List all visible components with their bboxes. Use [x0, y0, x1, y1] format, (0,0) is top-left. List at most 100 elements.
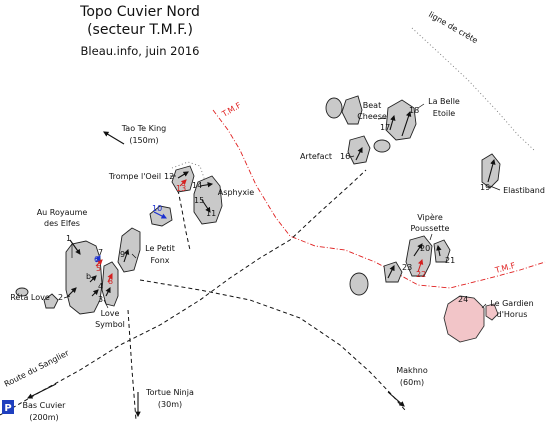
trail-main	[0, 169, 367, 416]
boulder-small-west-2	[43, 293, 59, 309]
leader-16	[349, 155, 355, 158]
leader-20	[429, 233, 433, 241]
boulder-ne-3	[373, 139, 391, 153]
leader-2	[63, 295, 71, 299]
problem-name-3-line-1: Love	[101, 309, 120, 318]
trail-makhno	[139, 279, 406, 411]
arrow-problem-18	[401, 110, 412, 137]
trail-tortue	[127, 309, 137, 421]
leader-3	[103, 299, 109, 309]
tmf-label-top: T.M.F	[220, 100, 243, 119]
problem-number-10: 10	[152, 204, 162, 213]
problem-number-11: 11	[206, 209, 216, 218]
problem-number-22: 22	[416, 270, 426, 279]
arrow-problem-7	[105, 287, 111, 297]
arrow-problem-14	[199, 182, 214, 188]
direction-arrow-tao-te-king	[103, 131, 125, 145]
problem-number-16: 16	[340, 152, 350, 161]
problem-name-20-line-2: Poussette	[411, 224, 450, 233]
problem-name-17-line-1: Beat	[363, 101, 381, 110]
problem-number-1: 1	[66, 234, 71, 243]
map-credit: Bleau.info, juin 2016	[81, 44, 200, 58]
arrow-problem-20	[413, 243, 423, 257]
arrow-problem-10	[153, 211, 167, 219]
arrow-problem-2	[67, 287, 77, 297]
problem-number-7: 7	[98, 248, 103, 257]
direction-makhno-line-1: Makhno	[396, 366, 428, 375]
arrow-problem-3	[91, 289, 99, 297]
arrow-problem-12	[177, 171, 189, 179]
arrow-problem-19	[487, 158, 496, 183]
arrow-problem-8	[107, 273, 113, 283]
problem-name-24-line-1: Le Gardien	[490, 299, 533, 308]
problem-name-16: Artefact	[300, 152, 332, 161]
arrow-problem-16	[355, 147, 363, 161]
problem-name-1-line-2: des Elfes	[44, 219, 80, 228]
ridge-label: ligne de crête	[427, 9, 480, 45]
boulder-gardien-horus-small	[485, 303, 499, 321]
problem-name-18-line-2: Etoile	[433, 109, 456, 118]
problem-number-2: 2	[58, 293, 63, 302]
leader-9	[131, 253, 137, 259]
ridge-line	[411, 27, 535, 151]
direction-arrow-bas-cuvier	[27, 383, 57, 399]
problem-name-18-line-1: La Belle	[428, 97, 460, 106]
direction-tao-te-king-line-2: (150m)	[129, 136, 158, 145]
boulder-asphyxie	[193, 175, 223, 225]
problem-name-17-line-2: Cheese	[357, 112, 387, 121]
boulder-elfes	[65, 240, 103, 315]
problem-number-14: 14	[192, 181, 202, 190]
problem-label-b: b	[86, 272, 91, 281]
problem-number-24: 24	[458, 295, 468, 304]
map-title: Topo Cuvier Nord	[79, 4, 200, 20]
leader-19	[489, 185, 501, 191]
boulder-ne-2	[341, 95, 363, 125]
problem-number-13: 13	[176, 184, 186, 193]
arrow-problem-21	[436, 244, 442, 257]
road-label: Route du Sanglier	[3, 348, 71, 389]
problem-number-4: 4	[98, 282, 103, 291]
problem-number-12: 12	[164, 172, 174, 181]
boulder-se-1	[349, 272, 369, 296]
parking-label-line-1: Bas Cuvier	[23, 401, 67, 410]
problem-name-9-line-1: Le Petit	[145, 244, 175, 253]
problem-number-5: 5	[96, 264, 101, 273]
arrow-problem-5	[95, 259, 103, 267]
problem-number-6: 6	[94, 255, 99, 264]
problem-name-24-line-2: d'Horus	[497, 310, 528, 319]
problem-number-23: 23	[402, 263, 412, 272]
problem-name-20-line-1: Vipère	[417, 212, 443, 222]
problem-name-1-line-1: Au Royaume	[37, 208, 88, 217]
direction-tortue-ninja-line-1: Tortue Ninja	[145, 388, 194, 397]
leader-24	[481, 303, 487, 309]
parking-label-line-2: (200m)	[29, 413, 58, 422]
direction-arrow-makhno	[387, 391, 405, 407]
leader-18	[417, 103, 425, 109]
boulder-artefact	[347, 135, 371, 165]
arrow-problem-6	[95, 255, 101, 263]
problem-number-15: 15	[194, 196, 204, 205]
problem-number-21: 21	[445, 256, 455, 265]
problem-number-9: 9	[120, 250, 125, 259]
trail-north	[177, 189, 191, 251]
problem-number-19: 19	[480, 183, 490, 192]
direction-makhno-line-2: (60m)	[400, 378, 424, 387]
boulder-gardien-horus	[443, 295, 485, 343]
parking-icon	[2, 400, 14, 414]
problem-number-8: 8	[108, 277, 113, 286]
arrow-problem-23	[387, 265, 395, 279]
problem-name-19: Elastiband	[503, 186, 545, 195]
parking-symbol: P	[4, 403, 11, 414]
boulder-small-west	[15, 287, 29, 297]
arrow-problem-1	[69, 239, 81, 255]
arrow-problem-15	[201, 199, 211, 213]
tmf-boundary	[212, 109, 546, 289]
boulder-vipere	[405, 235, 433, 277]
arrow-problem-22	[417, 258, 424, 273]
problem-number-17: 17	[380, 123, 390, 132]
boulder-ne-1	[325, 97, 343, 119]
leader-17	[377, 117, 387, 120]
arrow-problem-4	[89, 275, 97, 283]
problem-name-14: Asphyxie	[218, 188, 254, 197]
